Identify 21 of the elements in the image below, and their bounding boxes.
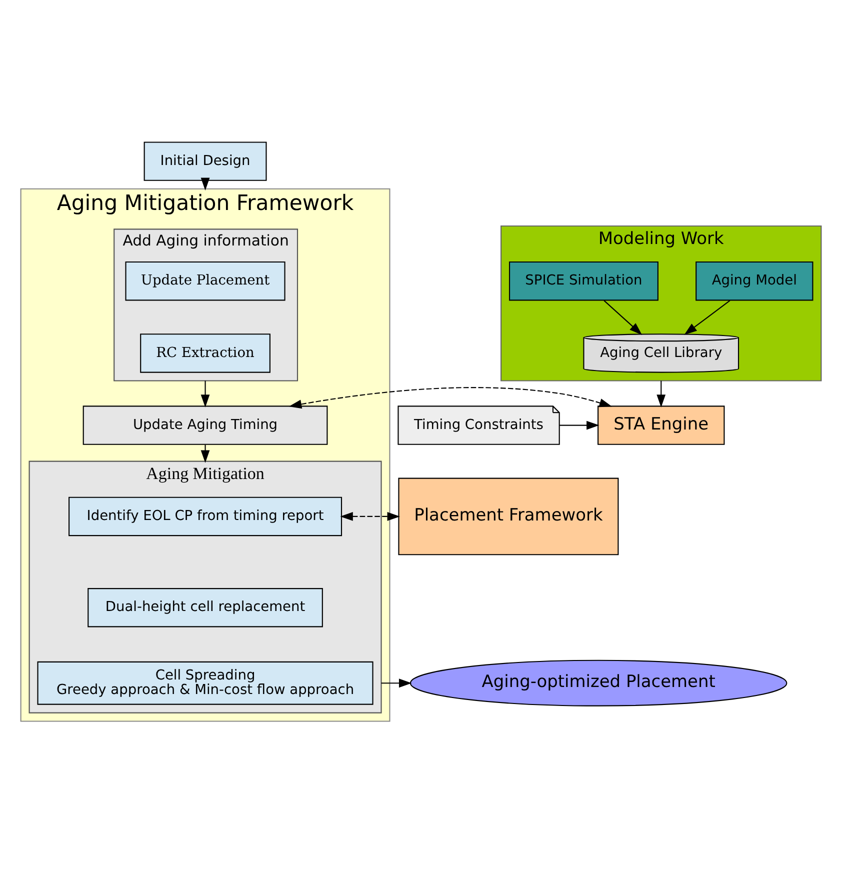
node-box: Dual-height cell replacement (88, 588, 323, 628)
node-box: Cell Spreading Greedy approach & Min-cost flow approach (37, 661, 374, 705)
arrow (288, 387, 612, 409)
arrow (200, 178, 210, 190)
node-box: Aging Model (696, 262, 814, 301)
arrow (200, 444, 210, 463)
node-box: SPICE Simulation (509, 262, 658, 301)
arrow (684, 300, 730, 335)
arrow (200, 380, 210, 408)
node-box: Update Placement (125, 262, 286, 301)
node-box: Placement Framework (398, 478, 619, 556)
node-box: Identify EOL CP from timing report (68, 496, 342, 536)
node-box: RC Extraction (140, 334, 270, 373)
node-box: STA Engine (598, 406, 725, 445)
arrow (560, 420, 600, 430)
arrow (604, 300, 642, 335)
node-box: Update Aging Timing (82, 406, 328, 445)
arrow (656, 380, 666, 408)
arrow (381, 678, 412, 688)
node-ellipse: Aging-optimized Placement (410, 660, 788, 706)
arrow (340, 512, 400, 521)
